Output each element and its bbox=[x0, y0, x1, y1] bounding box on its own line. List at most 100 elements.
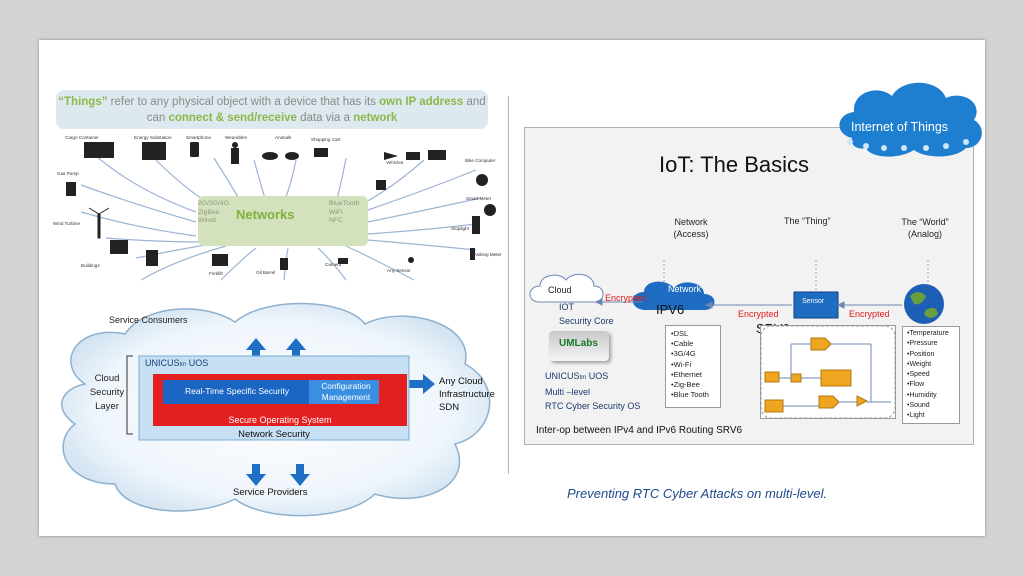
network-type-item: Zig-Bee bbox=[671, 380, 720, 390]
device-label: Oil Barrel bbox=[256, 270, 276, 275]
device-label: Wind Turbine bbox=[53, 221, 81, 226]
uos-block: UNICUStm UOS Multi –level RTC Cyber Secu… bbox=[545, 369, 640, 413]
uos-b: UOS bbox=[586, 371, 609, 381]
sensor-types-box: Temperature Pressure Position Weight Spe… bbox=[902, 326, 960, 424]
csl-line: Security bbox=[89, 387, 125, 398]
col-world: The “World” (Analog) bbox=[895, 216, 955, 240]
network-node-label: Network bbox=[668, 284, 702, 294]
hub-right-item: BlueTooth bbox=[329, 200, 360, 207]
up-arrow-icon bbox=[246, 338, 266, 360]
uos-a: UNICUS bbox=[545, 371, 580, 381]
sensor-type-item: Temperature bbox=[907, 329, 959, 339]
down-arrow-icon bbox=[246, 464, 266, 486]
up-arrow-icon bbox=[286, 338, 306, 360]
network-type-item: Cable bbox=[671, 339, 720, 349]
circuit-diagram bbox=[760, 325, 896, 419]
csl-line: Cloud bbox=[94, 373, 120, 384]
sensor-type-item: Position bbox=[907, 350, 959, 360]
network-node bbox=[632, 281, 715, 310]
encrypted-label: Encrypted bbox=[605, 293, 646, 303]
uos-title-b: UOS bbox=[186, 358, 209, 368]
device-label: Gas Pump bbox=[57, 171, 79, 176]
uos-line: UNICUStm UOS bbox=[545, 369, 640, 385]
uos-title: UNICUStm UOS bbox=[145, 358, 208, 368]
hub-left-list: 2G/3G/4G ZigBee Wired bbox=[198, 200, 229, 226]
config-mgmt: Configuration Management bbox=[311, 381, 381, 402]
wind-turbine-icon bbox=[88, 207, 110, 239]
iot-cloud-label: Internet of Things bbox=[851, 120, 949, 134]
building2-icon bbox=[146, 250, 158, 266]
rt-security: Real-Time Specific Security bbox=[184, 386, 290, 396]
cloud-node-label: Cloud bbox=[548, 285, 572, 295]
hub-left-item: 2G/3G/4G bbox=[198, 200, 229, 207]
hub-left-item: Wired bbox=[198, 217, 216, 224]
airplane-icon bbox=[384, 152, 398, 160]
sensor-type-item: Pressure bbox=[907, 339, 959, 349]
right-arrow-icon bbox=[409, 374, 435, 394]
down-arrow-icon bbox=[290, 464, 310, 486]
iot-sec-line: IOT bbox=[559, 302, 574, 312]
animals-icon bbox=[262, 152, 278, 160]
sensor-type-item: Weight bbox=[907, 360, 959, 370]
banner-text: “Things” refer to any physical object wi… bbox=[58, 96, 486, 124]
slide: “Things” refer to any physical object wi… bbox=[39, 40, 985, 536]
any-sensor-icon bbox=[408, 257, 414, 263]
uos-title-a: UNICUS bbox=[145, 358, 180, 368]
security-cloud-svg bbox=[61, 302, 491, 517]
col-network-line: Network bbox=[674, 217, 708, 227]
oil-barrel-icon bbox=[280, 258, 288, 270]
wearables-icon bbox=[232, 142, 238, 148]
network-types-list: DSL Cable 3G/4G Wi-Fi Ethernet Zig-Bee B… bbox=[671, 329, 720, 400]
network-types-box: DSL Cable 3G/4G Wi-Fi Ethernet Zig-Bee B… bbox=[665, 325, 721, 408]
sensor-type-item: Sound bbox=[907, 401, 959, 411]
cloud-security-layer: Cloud Security Layer bbox=[87, 372, 127, 414]
iot-sec-line: Security Core bbox=[559, 316, 614, 326]
device-label: Energy Substation bbox=[134, 135, 172, 140]
forklift-icon bbox=[212, 254, 228, 266]
earth-icon bbox=[904, 284, 944, 324]
interop-text: Inter-op between IPv4 and IPv6 Routing S… bbox=[536, 425, 743, 436]
device-label: Animals bbox=[275, 135, 292, 140]
hub-left-item: ZigBee bbox=[198, 208, 220, 216]
sensor-type-item: Light bbox=[907, 411, 959, 421]
hub-right-item: WiFi bbox=[329, 208, 343, 216]
stoplight-icon bbox=[472, 216, 480, 234]
col-thing: The “Thing” bbox=[784, 216, 831, 226]
uos-title-tm: tm bbox=[179, 362, 187, 368]
iot-cloud-shape bbox=[839, 82, 982, 157]
config-line: Configuration bbox=[321, 381, 371, 391]
device-label: Buildings bbox=[81, 263, 100, 268]
device-label: Vehicles bbox=[386, 160, 404, 165]
uos-tm: tm bbox=[579, 375, 587, 381]
parking-meter-icon bbox=[470, 248, 475, 260]
iot-flow-svg bbox=[529, 260, 944, 324]
shopping-cart-icon bbox=[314, 148, 328, 157]
device-label: Forklift bbox=[209, 271, 223, 276]
device-label: Camera bbox=[325, 262, 342, 267]
umlabs-logo-text: UMLabs bbox=[559, 338, 598, 349]
iot-title: IoT: The Basics bbox=[659, 152, 809, 177]
encrypted-label: Encrypted bbox=[849, 309, 890, 319]
any-cloud-line: SDN bbox=[439, 402, 460, 413]
col-world-line: The “World” bbox=[901, 217, 949, 227]
sensor-type-item: Flow bbox=[907, 380, 959, 390]
service-providers: Service Providers bbox=[233, 487, 308, 498]
hub-right-item: NFC bbox=[329, 217, 343, 224]
sensor-type-item: Speed bbox=[907, 370, 959, 380]
iot-cloud-svg bbox=[839, 82, 982, 157]
cloud-node bbox=[529, 273, 604, 303]
device-label: Smart Meter bbox=[466, 196, 492, 201]
smart-meter-icon bbox=[484, 204, 496, 216]
device-label: Wearables bbox=[225, 135, 247, 140]
hub-right-list: BlueTooth WiFi NFC bbox=[329, 200, 359, 226]
cargo-container-icon bbox=[84, 142, 114, 158]
network-type-item: Blue Tooth bbox=[671, 390, 720, 400]
device-label: Any Sensor bbox=[387, 268, 411, 273]
device-label: Smartphone bbox=[186, 135, 212, 140]
device-label: Parking Meter bbox=[473, 252, 502, 257]
config-line: Management bbox=[321, 391, 371, 402]
network-type-item: 3G/4G bbox=[671, 349, 720, 359]
service-consumers: Service Consumers bbox=[109, 315, 188, 325]
networks-hub: 2G/3G/4G ZigBee Wired Networks BlueTooth… bbox=[198, 200, 368, 250]
layer-bracket bbox=[126, 355, 133, 435]
